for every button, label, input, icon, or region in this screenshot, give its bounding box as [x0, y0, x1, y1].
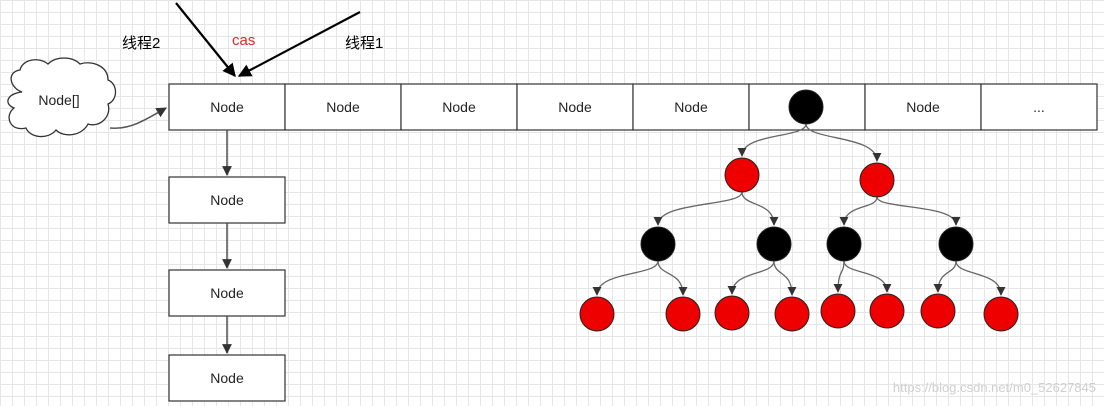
bucket-node-label: Node	[674, 99, 708, 115]
tree-edge	[839, 196, 878, 226]
bucket-node-label: Node	[326, 99, 360, 115]
cloud-to-array-arrow	[109, 107, 167, 129]
tree-edge	[833, 260, 845, 293]
thread-2-label: 线程2	[122, 35, 160, 52]
red-tree-node	[665, 296, 701, 332]
bucket-node-label: Node	[558, 99, 592, 115]
bucket-node-label: Node	[906, 99, 940, 115]
bucket-cell	[168, 83, 286, 131]
cloud-label: Node[]	[38, 92, 79, 108]
red-black-tree	[579, 89, 1019, 332]
bucket-node-label: ...	[1033, 99, 1045, 115]
black-tree-node	[826, 226, 862, 262]
tree-edge	[741, 191, 779, 226]
red-tree-node	[774, 296, 810, 332]
tree-edge	[933, 260, 957, 293]
node-array-cloud: Node[]	[7, 57, 117, 138]
list-node-box	[168, 354, 286, 402]
tree-edge	[592, 260, 659, 296]
red-tree-node	[724, 157, 760, 193]
tree-edge	[727, 260, 775, 295]
list-node-label: Node	[210, 285, 244, 301]
black-tree-node	[788, 89, 824, 125]
black-tree-node	[938, 226, 974, 262]
tree-edge	[876, 196, 961, 226]
watermark-text: https://blog.csdn.net/m0_52627845	[893, 380, 1096, 395]
bucket-array: Node Node Node Node Node Node...	[168, 83, 1098, 131]
bucket-cell	[284, 83, 402, 131]
thread-1-label: 线程1	[345, 35, 383, 52]
tree-edge	[737, 123, 807, 157]
red-tree-node	[859, 162, 895, 198]
list-node-box	[168, 176, 286, 224]
red-tree-node	[869, 293, 905, 329]
red-tree-node	[714, 295, 750, 331]
bucket-cell	[400, 83, 518, 131]
red-tree-node	[983, 296, 1019, 332]
thread-2-arrow	[175, 2, 236, 78]
list-node-label: Node	[210, 370, 244, 386]
tree-edge	[955, 260, 1006, 296]
bucket-cell	[632, 83, 750, 131]
cas-label: cas	[232, 32, 255, 49]
bucket-node-label: Node	[210, 99, 244, 115]
tree-edge	[653, 191, 743, 226]
bucket-cell	[864, 83, 982, 131]
bucket-cell	[980, 83, 1098, 131]
black-tree-node	[640, 226, 676, 262]
tree-edge	[657, 260, 688, 296]
red-tree-node	[820, 293, 856, 329]
red-tree-node	[579, 296, 615, 332]
tree-edge	[773, 260, 797, 296]
tree-edge	[805, 123, 882, 162]
red-tree-node	[920, 293, 956, 329]
bucket-node-label: Node	[442, 99, 476, 115]
list-node-label: Node	[210, 192, 244, 208]
black-tree-node	[756, 226, 792, 262]
tree-edge	[843, 260, 892, 293]
thread-1-arrow	[237, 11, 361, 77]
